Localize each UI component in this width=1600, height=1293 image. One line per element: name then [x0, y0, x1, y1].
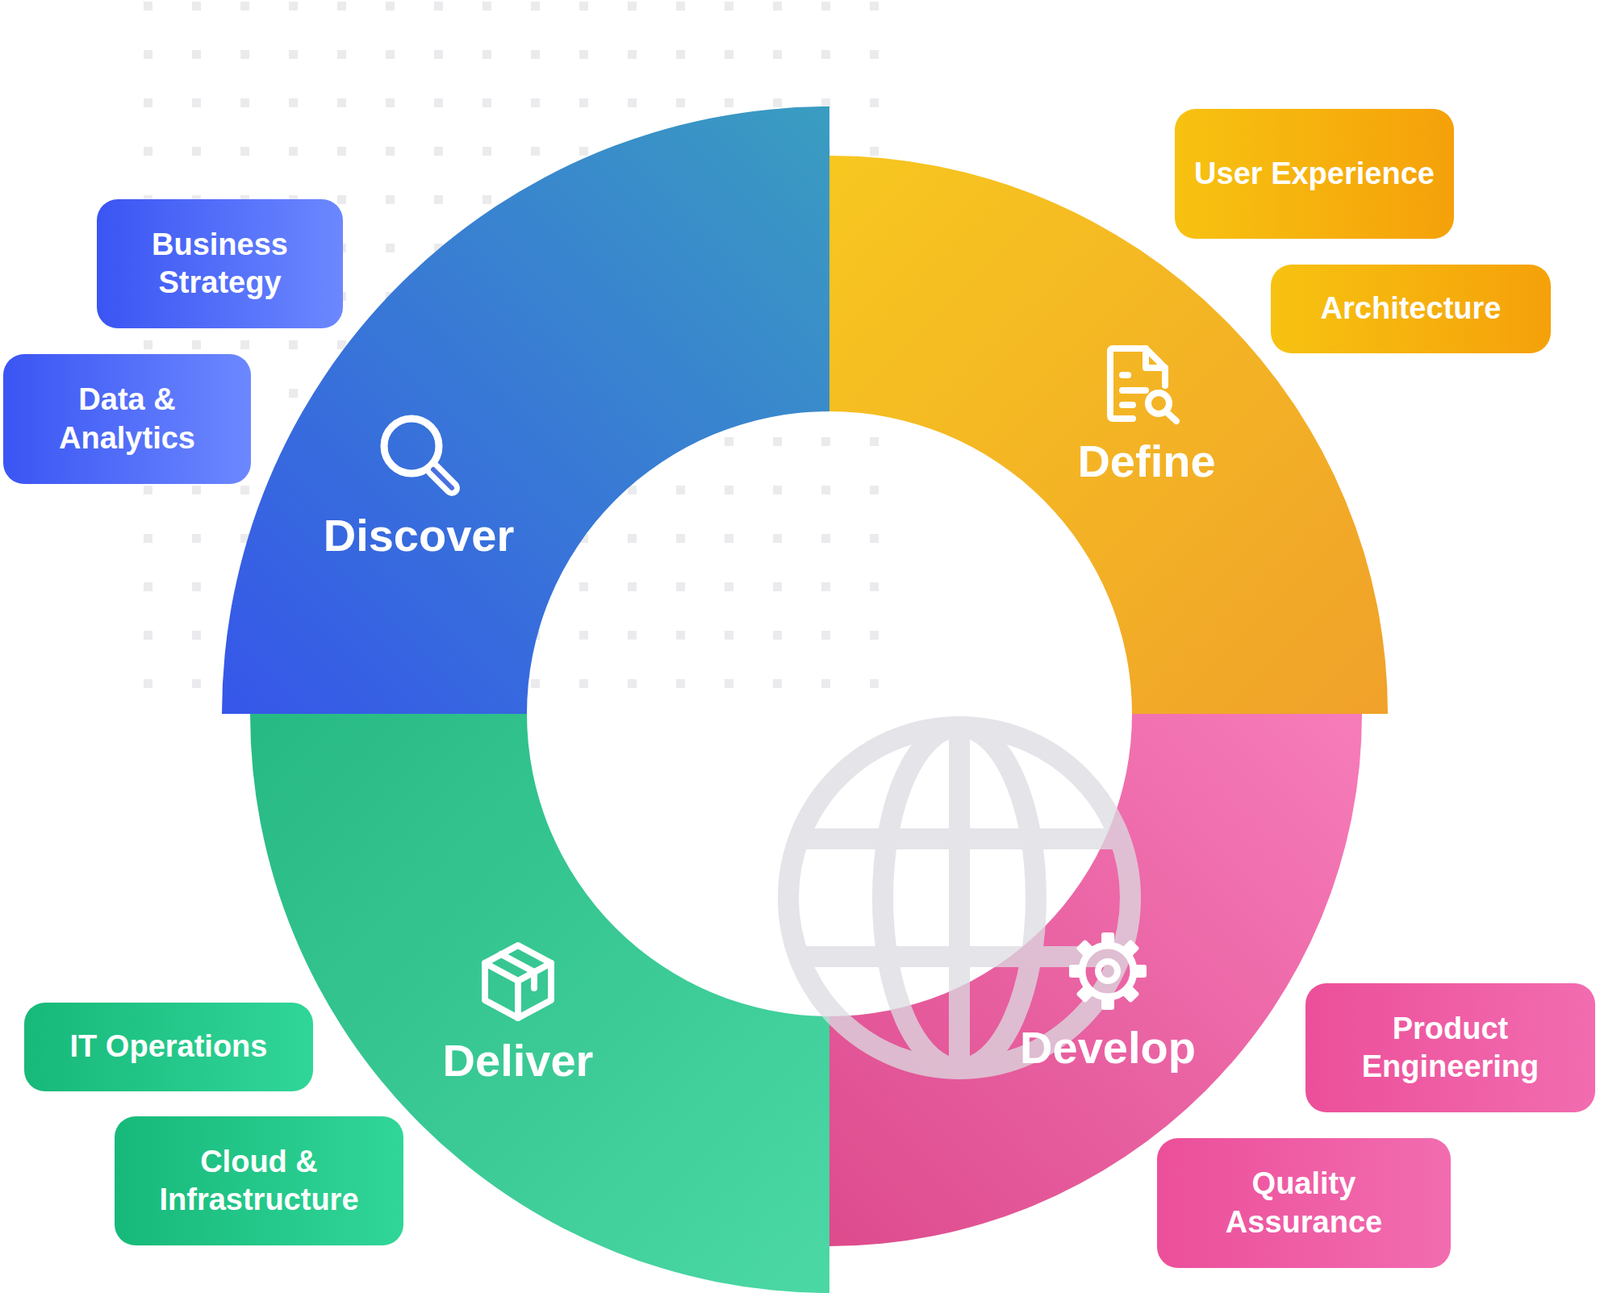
service-label: Architecture: [1320, 289, 1502, 329]
document-icon: [1110, 348, 1177, 422]
ring-segment: [221, 106, 830, 715]
service-pill: User Experience: [1174, 108, 1454, 239]
service-label: User Experience: [1194, 154, 1435, 194]
phase-label: Deliver: [442, 1035, 594, 1087]
service-label: Business Strategy: [116, 225, 324, 303]
segment-shape: [221, 106, 830, 715]
service-pill: Cloud & Infrastructure: [114, 1116, 404, 1246]
service-label: Quality Assurance: [1176, 1165, 1432, 1242]
service-pill: IT Operations: [24, 1002, 314, 1092]
phase-label-box: Define: [1077, 436, 1216, 487]
service-pill: Data & Analytics: [3, 354, 251, 485]
phase-label-box: Develop: [1019, 1023, 1196, 1074]
service-pill: Quality Assurance: [1157, 1138, 1451, 1269]
service-label: Cloud & Infrastructure: [133, 1143, 385, 1220]
phase-label-box: Deliver: [442, 1036, 594, 1087]
service-label: Data & Analytics: [22, 380, 232, 458]
service-pill: Product Engineering: [1305, 983, 1596, 1113]
discover-segment: Discover: [221, 106, 830, 715]
box-icon: [484, 945, 552, 1019]
magnifier-icon: [384, 418, 452, 489]
phase-label-box: Discover: [323, 510, 515, 561]
phase-label: Define: [1077, 435, 1216, 487]
service-label: Product Engineering: [1324, 1010, 1576, 1087]
define-segment: Define: [829, 155, 1388, 715]
service-pill: Business Strategy: [96, 199, 343, 329]
service-pill: Architecture: [1270, 264, 1551, 354]
phase-label: Discover: [323, 509, 515, 561]
gear-icon: [1069, 932, 1147, 1011]
segment-shape: [829, 155, 1388, 715]
globe-symbol: [788, 726, 1131, 1070]
ring-segment: [829, 155, 1388, 715]
phase-label: Develop: [1019, 1022, 1196, 1074]
service-label: IT Operations: [70, 1027, 268, 1067]
